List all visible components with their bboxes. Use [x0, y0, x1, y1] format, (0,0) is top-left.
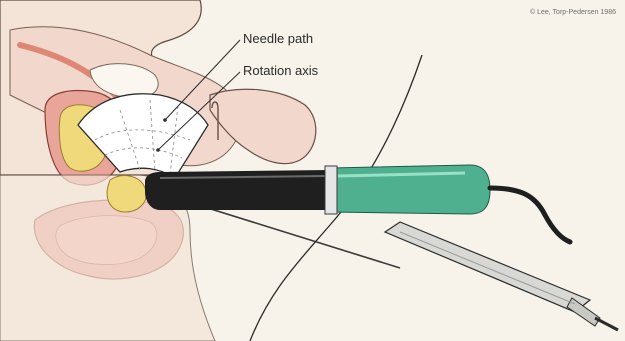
- yellow-organ: [107, 176, 146, 212]
- probe-cable: [490, 188, 570, 242]
- copyright-notice: © Lee, Torp-Pedersen 1986: [530, 9, 616, 16]
- probe-ring: [325, 166, 337, 214]
- probe-green-handle: [330, 165, 490, 214]
- needle-path-label: Needle path: [243, 31, 313, 46]
- syringe: [385, 222, 618, 330]
- rotation-axis-marker: [156, 148, 160, 152]
- rotation-axis-label: Rotation axis: [243, 63, 318, 78]
- needle-path-marker: [163, 118, 167, 122]
